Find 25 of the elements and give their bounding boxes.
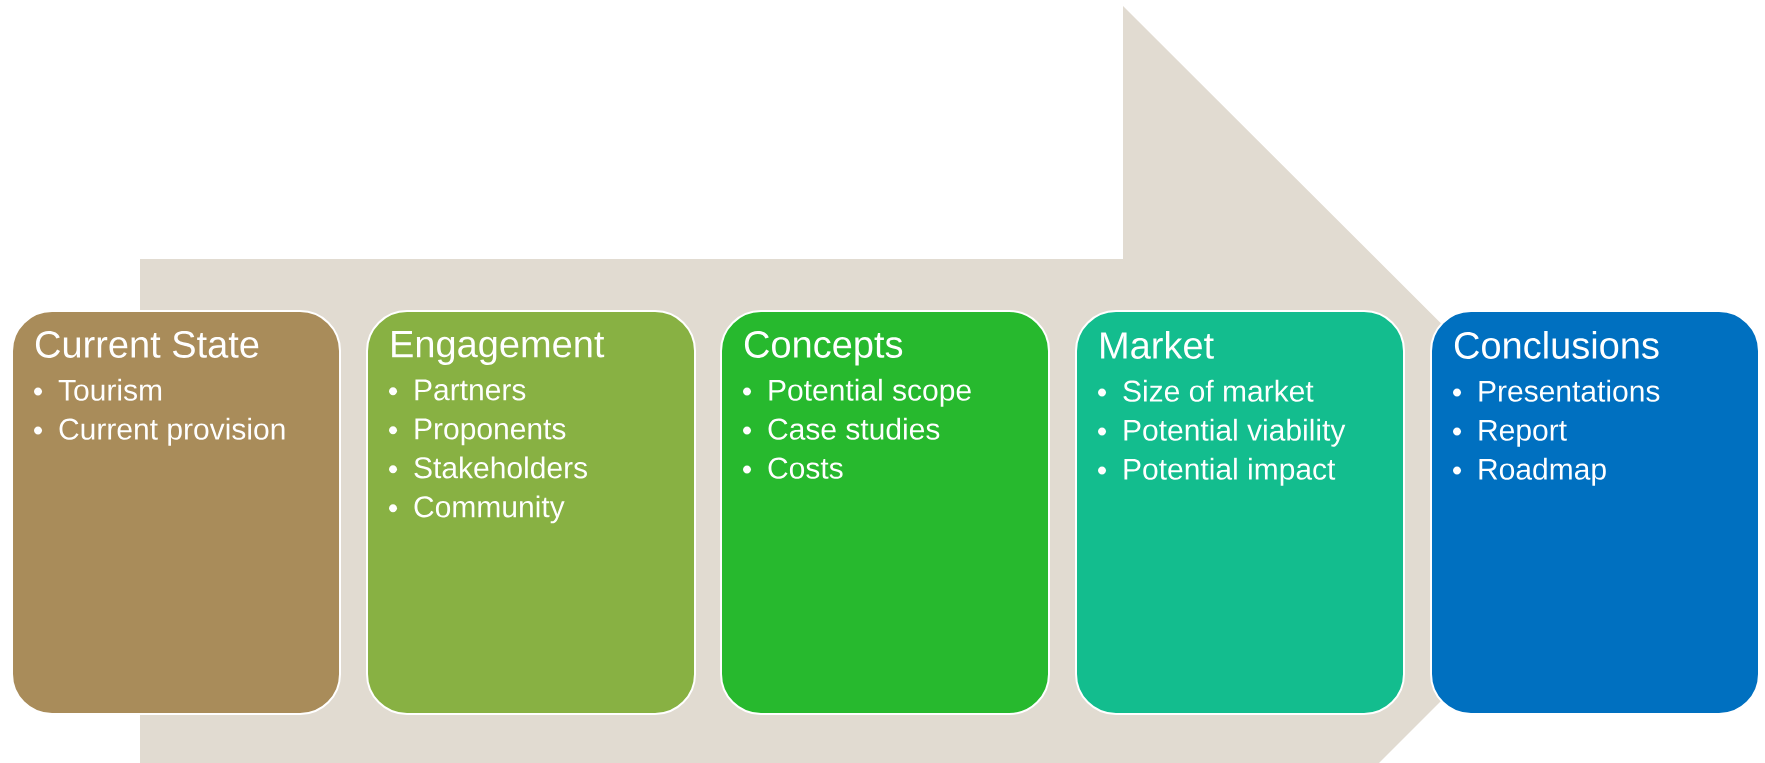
step-heading: Engagement (392, 331, 605, 365)
bullet-item: Tourism (34, 378, 162, 401)
step-heading: Market (1101, 331, 1214, 359)
bullet-item: Size of market (1098, 379, 1314, 402)
bullet-item: Roadmap (1453, 457, 1606, 486)
bullet-item: Potential impact (1098, 457, 1336, 486)
process-box (1430, 310, 1760, 715)
bullet-item: Community (389, 495, 565, 524)
step-heading: Conclusions (1454, 331, 1659, 359)
bullet-item: Case studies (743, 417, 940, 440)
bullet-item: Partners (389, 379, 526, 401)
bullet-item: Potential scope (743, 378, 971, 407)
step-heading: Concepts (744, 331, 903, 366)
bullet-item: Current provision (34, 417, 285, 446)
bullet-item: Stakeholders (389, 456, 587, 479)
process-box (1075, 310, 1405, 715)
bullet-item: Costs (743, 457, 843, 479)
bullet-item: Proponents (389, 418, 566, 446)
bullet-item: Potential viability (1098, 418, 1346, 447)
bullet-item: Presentations (1453, 379, 1660, 402)
process-box (11, 310, 341, 715)
process-box (366, 310, 696, 715)
process-box (720, 310, 1050, 715)
bullet-item: Report (1453, 419, 1567, 447)
step-heading: Current State (35, 331, 259, 358)
